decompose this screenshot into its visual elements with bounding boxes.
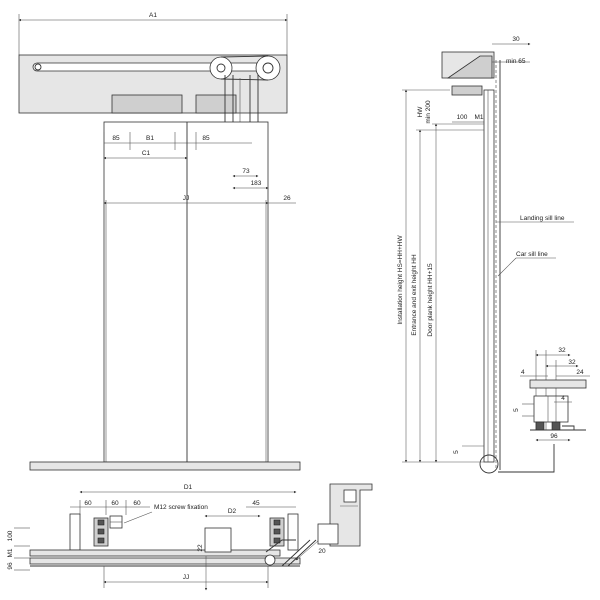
sill-cover-plate [529,379,587,389]
dim-min-65: min 65 [506,58,526,65]
sill-detail: 32 32 4 24 4 5 96 [513,347,590,442]
dim-26: 26 [283,195,291,202]
dim-60c: 60 [133,500,141,507]
sill-groove-left [535,421,545,431]
dim-45: 45 [252,500,260,507]
dim-60a: 60 [84,500,92,507]
detail-leader [498,444,555,473]
dim-32a: 32 [558,347,566,354]
header-bracket-gusset [446,55,493,79]
dim-183: 183 [251,180,262,187]
dim-96-plan: 96 [7,562,14,570]
dim-d1: D1 [184,484,193,491]
dim-85-left: 85 [112,135,120,142]
drive-pulley-right [255,55,281,81]
sill-profile [533,395,569,423]
dim-4a: 4 [521,369,525,376]
dim-a1: A1 [149,12,157,19]
dim-4b: 4 [561,395,565,402]
door-panel-section [483,89,495,463]
drive-pulley-left [209,56,233,80]
dim-22: 22 [197,544,204,552]
dim-100-plan: 100 [7,530,14,541]
dim-85-right: 85 [202,135,210,142]
bracket-foot [317,523,339,545]
dim-jj-plan: JJ [183,574,190,581]
dim-hw: HW [417,106,424,118]
landing-door-bracket [329,483,373,547]
dim-20-plan: 20 [318,548,326,555]
dim-24: 24 [576,369,584,376]
door-track-slot [32,62,270,72]
plan-view: D1 60 60 60 45 M12 screw fixation D2 [7,483,373,591]
dim-5-side: 5 [453,450,460,454]
door-track-lower [29,557,301,565]
dim-min-200: min 200 [425,100,432,124]
hanger-roller [451,85,483,96]
center-block [204,527,232,553]
door-track-upper [29,549,281,557]
front-view: A1 85 B1 85 C1 [18,12,301,471]
lock-roller [264,554,276,566]
dim-5-detail: 5 [513,408,520,412]
car-sill-label: Car sill line [516,251,548,258]
side-view: 30 min 65 HW min 200 100 M1 Installation… [397,36,574,474]
m12-screw-label: M12 screw fixation [154,504,208,511]
left-wall-bracket [69,513,81,551]
sill-detail-marker [479,454,499,474]
landing-sill-label: Landing sill line [520,215,565,222]
dim-m1: M1 [474,114,483,121]
dim-32b: 32 [568,359,576,366]
sill-groove-right [551,421,561,431]
door-sill [29,461,301,471]
dim-30: 30 [512,36,520,43]
door-hanger-right [195,94,237,114]
dim-b1: B1 [146,135,154,142]
dim-d2: D2 [228,508,237,515]
dim-c1: C1 [142,150,151,157]
dim-jj: JJ [183,195,190,202]
lock-linkage [265,539,296,553]
bracket-hole [343,489,357,503]
installation-height-label: Installation height HS=HH+HW [397,235,404,325]
dim-m1-plan: M1 [7,548,14,557]
entrance-height-label: Entrance and exit height HH [411,254,418,336]
dim-73: 73 [242,168,250,175]
door-plank-height-label: Door plank height HH+15 [427,263,434,337]
right-wall-bracket [287,513,299,551]
car-door-frame [103,121,269,463]
dim-60b: 60 [111,500,119,507]
door-hanger-left [111,94,183,114]
dim-100: 100 [457,114,468,121]
dim-96-detail: 96 [550,433,558,440]
